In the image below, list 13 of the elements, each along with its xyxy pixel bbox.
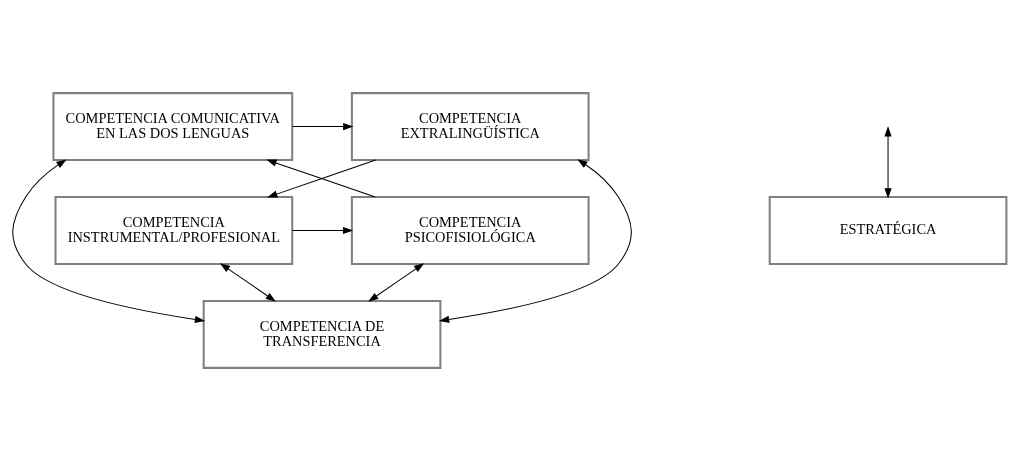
node-box: COMPETENCIA PSICOFISIOLÓGICA [350,196,590,265]
node-box: ESTRATÉGICA [768,196,1008,265]
arrow [219,263,276,302]
node-box: COMPETENCIA INSTRUMENTAL/PROFESIONAL [54,196,294,265]
arrow [291,226,354,235]
arrow [884,126,892,199]
node-box: COMPETENCIA COMUNICATIVA EN LAS DOS LENGUAS [52,92,294,162]
node-box: COMPETENCIA DE TRANSFERENCIA [202,299,442,369]
arrow [368,263,425,302]
node-box: COMPETENCIA EXTRALINGÜÍSTICA [350,92,590,162]
arrow [12,159,206,323]
arrow [291,122,354,131]
arrow [438,159,632,323]
